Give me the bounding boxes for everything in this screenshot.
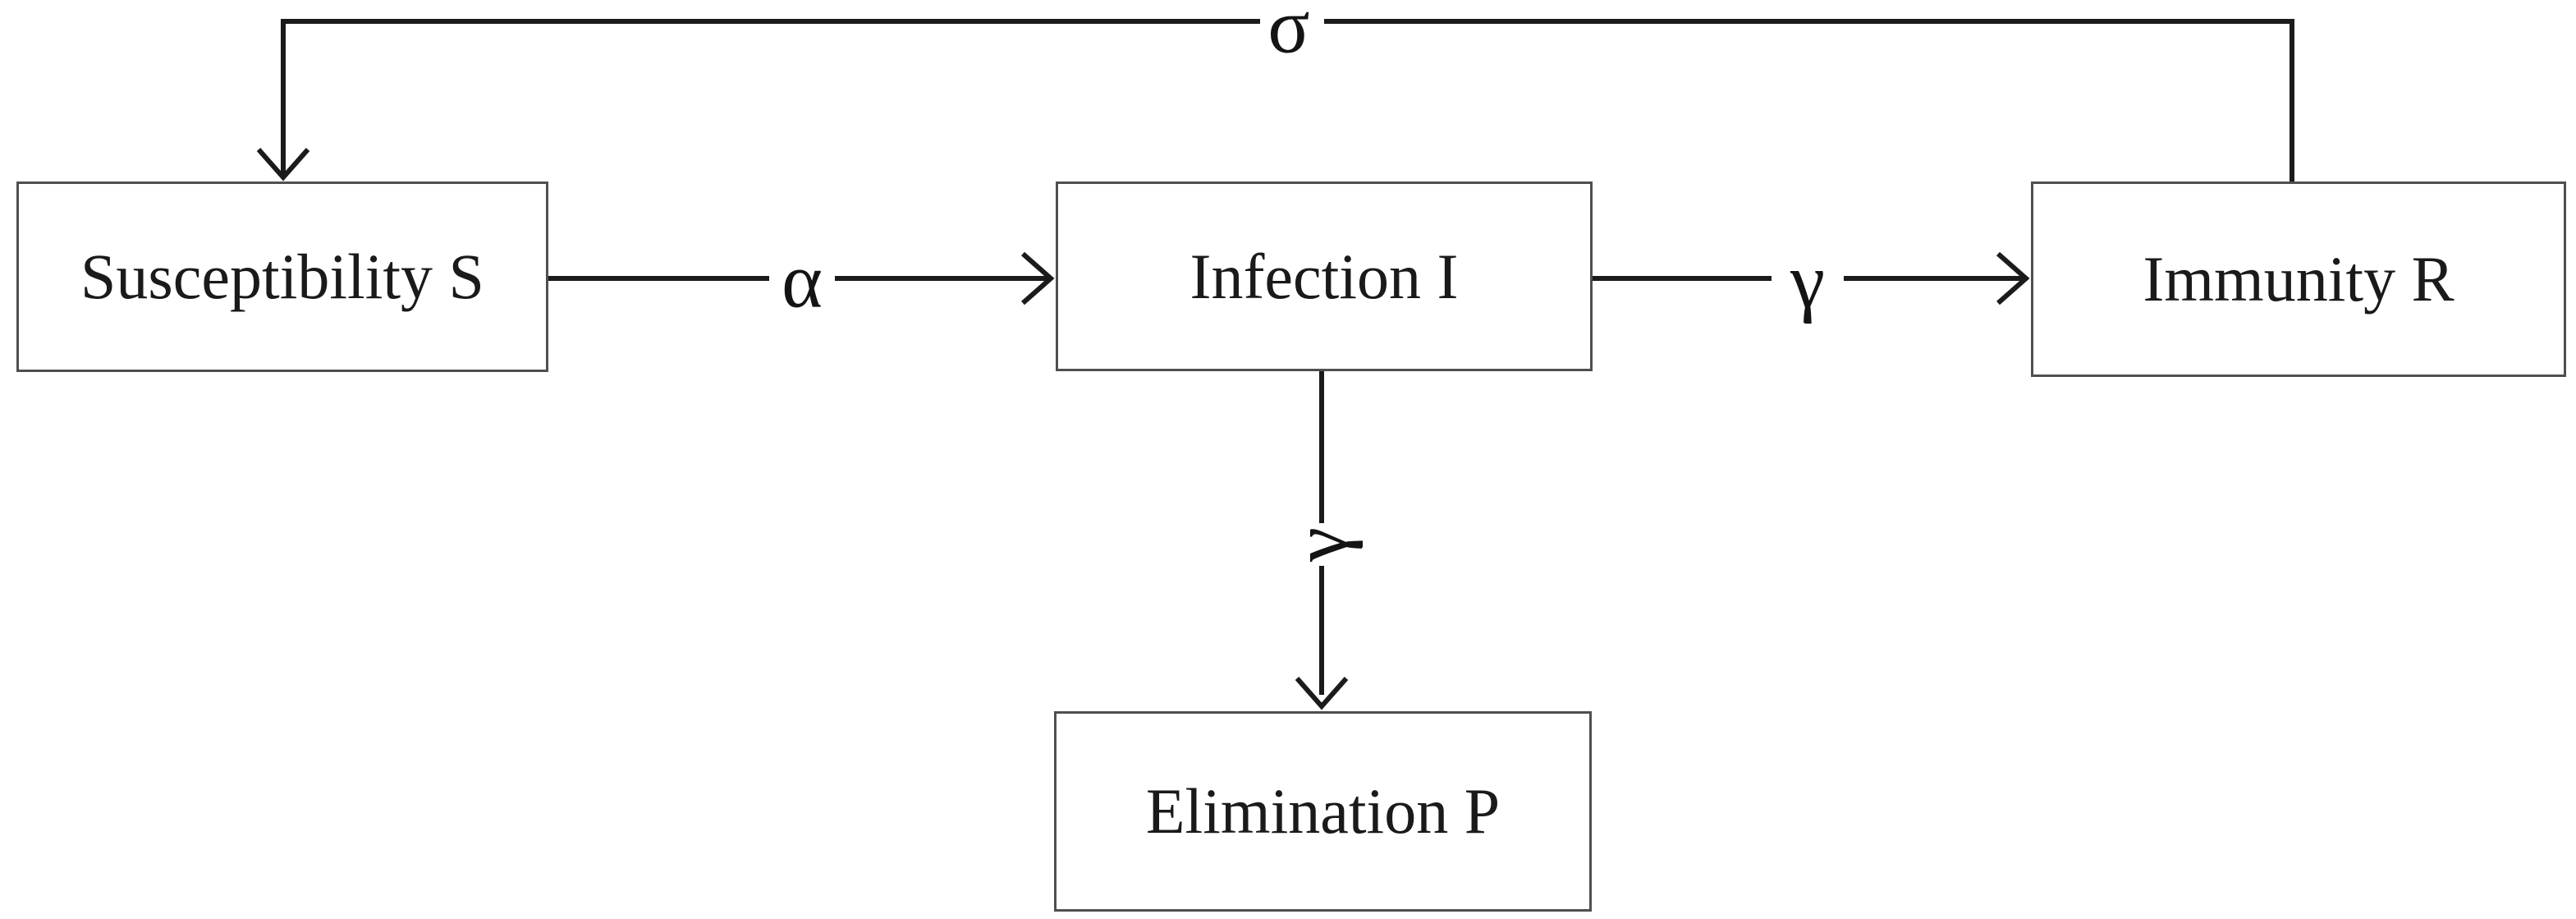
node-immunity-label: Immunity R (2143, 243, 2455, 315)
edge-r-to-s-arrowhead-icon (256, 148, 310, 182)
edge-label-alpha: α (782, 237, 823, 324)
node-immunity: Immunity R (2031, 182, 2566, 377)
node-susceptibility-label: Susceptibility S (80, 241, 484, 312)
edge-label-sigma: σ (1267, 0, 1310, 70)
edge-r-to-s-line-right (1324, 19, 2294, 182)
edge-i-to-p-arrowhead-icon (1295, 677, 1349, 710)
node-elimination: Elimination P (1054, 711, 1592, 912)
edge-label-gamma-i-to-r: γ (1790, 237, 1825, 324)
node-infection: Infection I (1056, 182, 1593, 371)
node-susceptibility: Susceptibility S (16, 182, 548, 372)
edge-label-gamma-i-to-p: γ (1276, 527, 1364, 562)
node-infection-label: Infection I (1189, 240, 1459, 312)
node-elimination-label: Elimination P (1145, 775, 1501, 847)
edge-s-to-i-arrowhead-icon (1021, 251, 1055, 306)
edge-i-to-r-arrowhead-icon (1996, 251, 2030, 306)
edge-r-to-s-line-left (281, 19, 1260, 174)
